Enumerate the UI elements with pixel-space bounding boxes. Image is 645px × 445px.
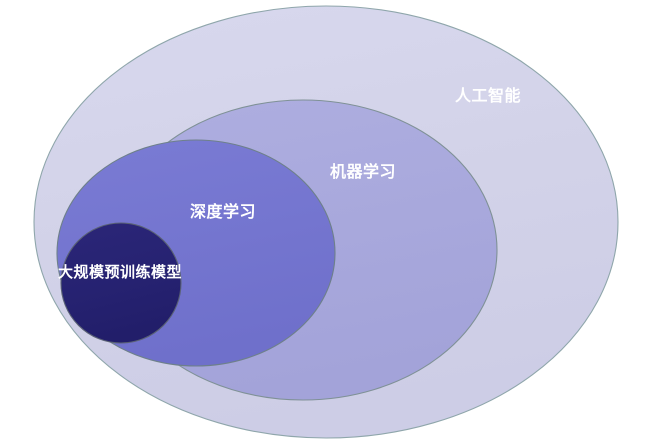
label-deep-learning: 深度学习 xyxy=(190,204,257,221)
label-large-pretrained-model: 大规模预训练模型 xyxy=(58,264,183,281)
label-machine-learning: 机器学习 xyxy=(330,164,397,181)
label-artificial-intelligence: 人工智能 xyxy=(455,88,522,105)
circle-large-pretrained-model[interactable] xyxy=(60,222,182,344)
